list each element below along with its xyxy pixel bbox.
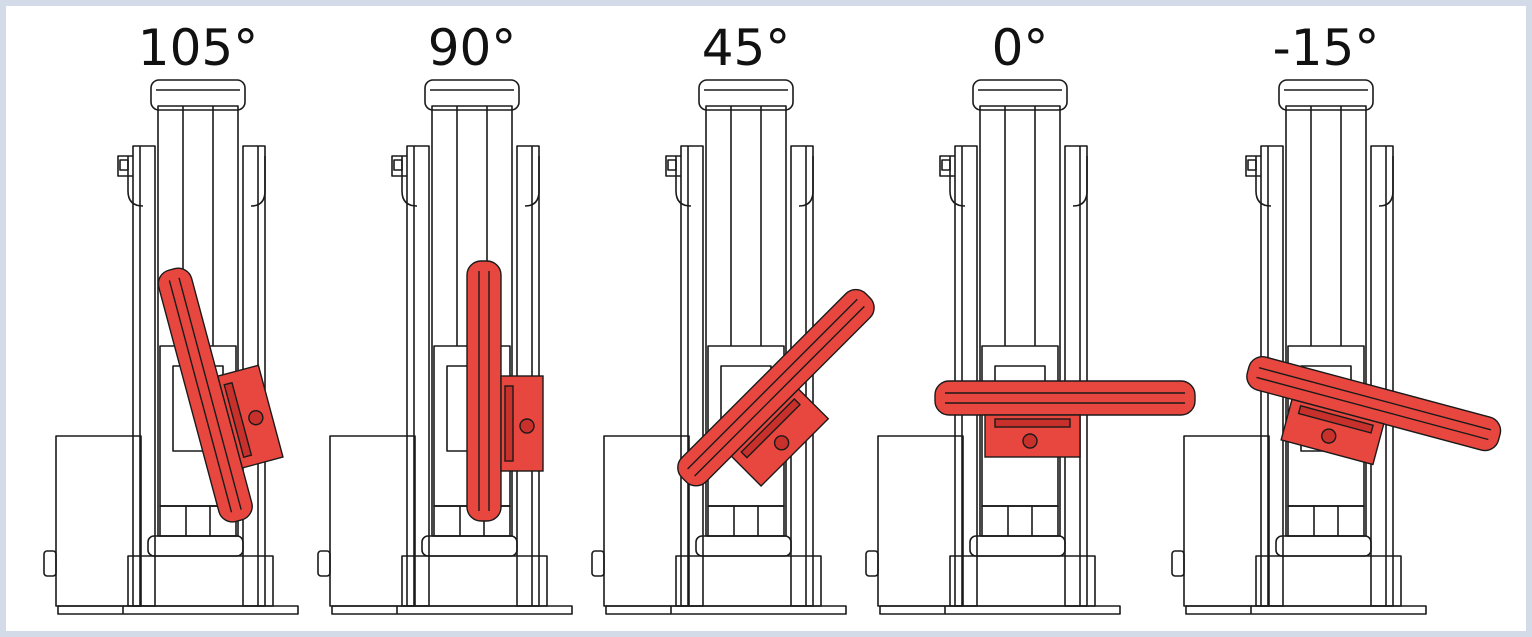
- column-cap: [1278, 79, 1374, 111]
- left-hook: [391, 155, 418, 207]
- pedestal: [401, 555, 548, 607]
- machine-drawing: [591, 79, 875, 615]
- main-column: [1285, 105, 1367, 537]
- tilting-arm: [466, 260, 544, 522]
- column-frame: [1171, 79, 1427, 615]
- column-cap: [972, 79, 1068, 111]
- right-hook: [1378, 156, 1394, 207]
- pedestal: [675, 555, 822, 607]
- left-hook: [117, 155, 144, 207]
- mount-knob: [248, 410, 264, 426]
- main-column: [979, 105, 1061, 537]
- right-rail: [1370, 145, 1394, 607]
- tilting-arm: [157, 267, 284, 523]
- panel-4: 0°: [865, 6, 1196, 631]
- left-hook: [1245, 155, 1272, 207]
- left-rail: [680, 145, 704, 607]
- side-housing: [1183, 435, 1270, 607]
- machine-drawing: [317, 79, 573, 615]
- pedestal: [949, 555, 1096, 607]
- column-cap: [150, 79, 246, 111]
- panel-3: 45°: [591, 6, 896, 631]
- tilt-angle-label: 45°: [701, 19, 791, 77]
- pedestal: [127, 555, 274, 607]
- panel-2: 90°: [317, 6, 622, 631]
- left-rail: [132, 145, 156, 607]
- tilting-arm: [677, 288, 875, 487]
- tilt-angle-label: 0°: [991, 19, 1049, 77]
- side-housing: [877, 435, 964, 607]
- machine-drawing: [1171, 79, 1502, 615]
- left-rail: [406, 145, 430, 607]
- right-hook: [1072, 156, 1088, 207]
- mount-knob: [773, 435, 790, 451]
- tilting-arm: [934, 380, 1196, 458]
- base-plate: [605, 605, 847, 615]
- machine-drawing: [43, 79, 299, 615]
- column-cap: [698, 79, 794, 111]
- column-frame: [43, 79, 299, 615]
- tilt-angle-label: 90°: [427, 19, 517, 77]
- tilt-angle-label: 105°: [137, 19, 259, 77]
- column-frame: [317, 79, 573, 615]
- mount-knob: [1321, 428, 1337, 444]
- column-cap: [424, 79, 520, 111]
- panel-1: 105°: [43, 6, 348, 631]
- base-plate: [1185, 605, 1427, 615]
- mount-knob: [1022, 433, 1038, 449]
- right-hook: [250, 156, 266, 207]
- panel-5: -15°: [1171, 6, 1502, 631]
- right-hook: [524, 156, 540, 207]
- tilt-angle-label: -15°: [1272, 19, 1380, 77]
- pedestal: [1255, 555, 1402, 607]
- base-plate: [57, 605, 299, 615]
- side-housing: [55, 435, 142, 607]
- base-plate: [331, 605, 573, 615]
- right-hook: [798, 156, 814, 207]
- arm-body: [466, 260, 502, 522]
- base-plate: [879, 605, 1121, 615]
- left-rail: [954, 145, 978, 607]
- tilting-arm: [1246, 355, 1502, 466]
- left-hook: [939, 155, 966, 207]
- right-rail: [1064, 145, 1088, 607]
- side-housing: [603, 435, 690, 607]
- left-hook: [665, 155, 692, 207]
- mount-knob: [519, 418, 535, 434]
- arm-body: [934, 380, 1196, 416]
- side-housing: [329, 435, 416, 607]
- machine-drawing: [865, 79, 1196, 615]
- column-frame: [865, 79, 1121, 615]
